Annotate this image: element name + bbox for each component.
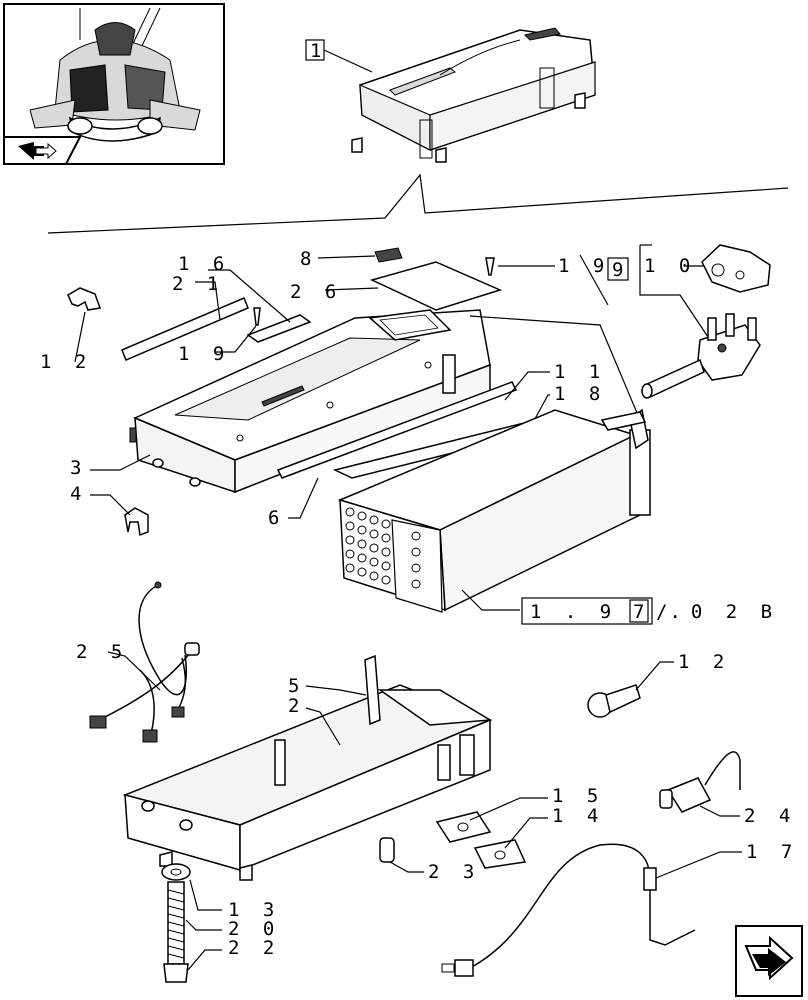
clip-part-12	[67, 287, 102, 311]
corner-arrow-icon	[18, 142, 57, 160]
label-part-26: 2 6	[290, 281, 342, 303]
core-fins	[345, 507, 421, 589]
label-part-2: 2	[288, 695, 305, 717]
label-part-25: 2 5	[76, 641, 128, 663]
label-part-1: 1	[310, 40, 327, 62]
actuator-part-10	[701, 244, 771, 293]
wiring-harness-part-25	[89, 581, 200, 743]
label-part-12b: 1 2	[678, 651, 730, 673]
label-part-8: 8	[300, 248, 317, 270]
tractor-cab-thumbnail-icon[interactable]	[3, 3, 225, 165]
reference-suffix: / 0 2 B	[656, 601, 778, 623]
label-part-20: 2 0	[228, 918, 280, 940]
label-part-18: 1 8	[554, 383, 606, 405]
label-part-23: 2 3	[428, 861, 480, 883]
label-part-5: 5	[288, 675, 305, 697]
label-part-6: 6	[268, 507, 285, 529]
heater-core	[337, 408, 651, 613]
label-part-16: 1 6	[178, 253, 230, 275]
label-part-21: 2 1	[172, 273, 224, 295]
label-part-4: 4	[70, 483, 87, 505]
label-part-19a: 1 9	[178, 343, 230, 365]
sensor-part-24	[659, 751, 741, 813]
label-part-13: 1 3	[228, 899, 280, 921]
next-page-arrow-icon[interactable]	[735, 925, 803, 997]
label-part-14: 1 4	[552, 805, 604, 827]
label-part-22: 2 2	[228, 937, 280, 959]
reference-callout: 1 . 9 4 . 7 / 0 2 B	[521, 597, 778, 625]
water-valve-part-9	[641, 313, 761, 399]
label-part-3: 3	[70, 457, 87, 479]
stud-parts-13-20-22	[161, 863, 191, 983]
label-part-9: 9	[612, 259, 629, 281]
label-part-12a: 1 2	[40, 351, 92, 373]
label-part-10: 1 0	[644, 255, 696, 277]
bolt-part-12	[587, 684, 641, 718]
label-part-19b: 1 9	[558, 255, 610, 277]
heater-box-assembly	[351, 27, 596, 163]
label-part-17: 1 7	[746, 841, 798, 863]
tray-part-2	[122, 684, 493, 881]
reference-boxed-digit: 7	[633, 601, 650, 623]
label-part-15: 1 5	[552, 785, 604, 807]
housing-part-3	[129, 309, 491, 494]
label-part-11: 1 1	[554, 361, 606, 383]
label-part-24: 2 4	[744, 805, 796, 827]
temperature-sensor-part-17	[441, 843, 696, 977]
